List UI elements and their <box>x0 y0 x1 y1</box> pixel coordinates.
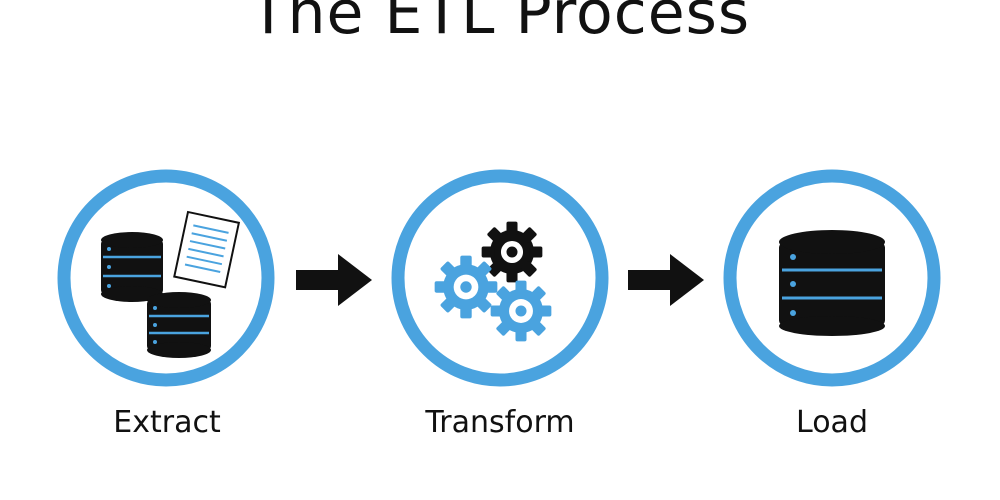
database-icon <box>779 230 885 336</box>
arrow-right-icon <box>296 254 372 306</box>
step-label-extract: Extract <box>113 405 221 440</box>
transform-circle <box>391 169 609 387</box>
extract-circle <box>57 169 275 387</box>
document-icon <box>173 210 241 289</box>
database-icon <box>147 292 211 358</box>
database-icon <box>101 232 163 302</box>
step-label-transform: Transform <box>425 405 575 440</box>
arrow-right-icon <box>628 254 704 306</box>
gear-icon <box>434 255 498 319</box>
step-label-load: Load <box>796 405 868 440</box>
gear-icon <box>490 280 552 342</box>
diagram-title: The ETL Process <box>249 0 751 48</box>
load-circle <box>723 169 941 387</box>
gear-icon <box>481 221 543 283</box>
